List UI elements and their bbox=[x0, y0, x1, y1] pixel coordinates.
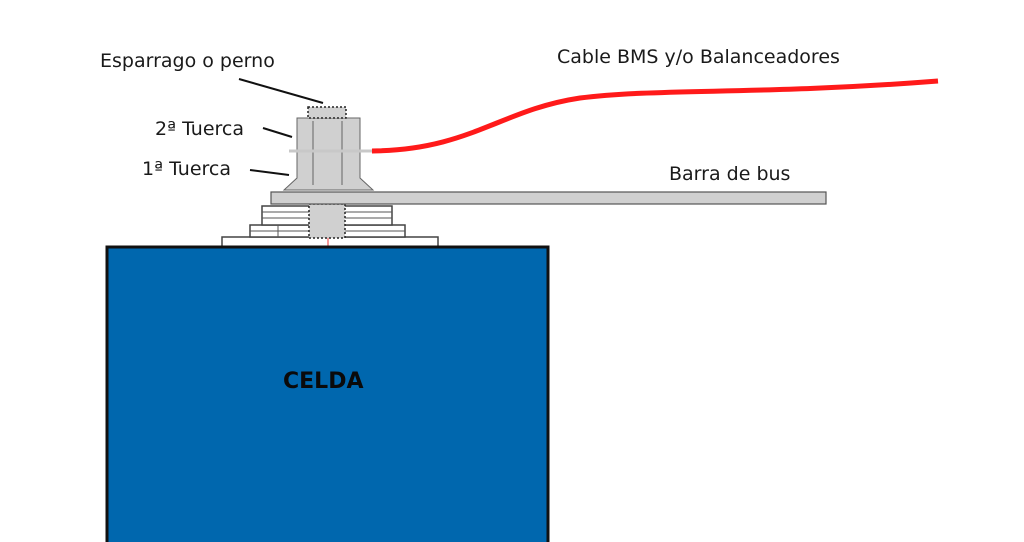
label-first-nut: 1ª Tuerca bbox=[142, 158, 232, 180]
leader-stud bbox=[238, 78, 324, 104]
second-nut bbox=[296, 117, 361, 152]
cell-label: CELDA bbox=[283, 369, 364, 394]
label-second-nut: 2ª Tuerca bbox=[155, 118, 245, 140]
busbar bbox=[270, 191, 827, 205]
leader-second-nut bbox=[262, 127, 293, 138]
stud-lower bbox=[308, 203, 346, 239]
label-cable: Cable BMS y/o Balanceadores bbox=[557, 46, 840, 68]
label-stud: Esparrago o perno bbox=[100, 50, 275, 72]
first-nut bbox=[282, 150, 375, 191]
stud-top bbox=[307, 106, 347, 119]
cell-body bbox=[105, 245, 550, 542]
leader-first-nut bbox=[249, 169, 290, 176]
label-busbar: Barra de bus bbox=[669, 163, 791, 185]
bms-cable bbox=[371, 78, 939, 154]
